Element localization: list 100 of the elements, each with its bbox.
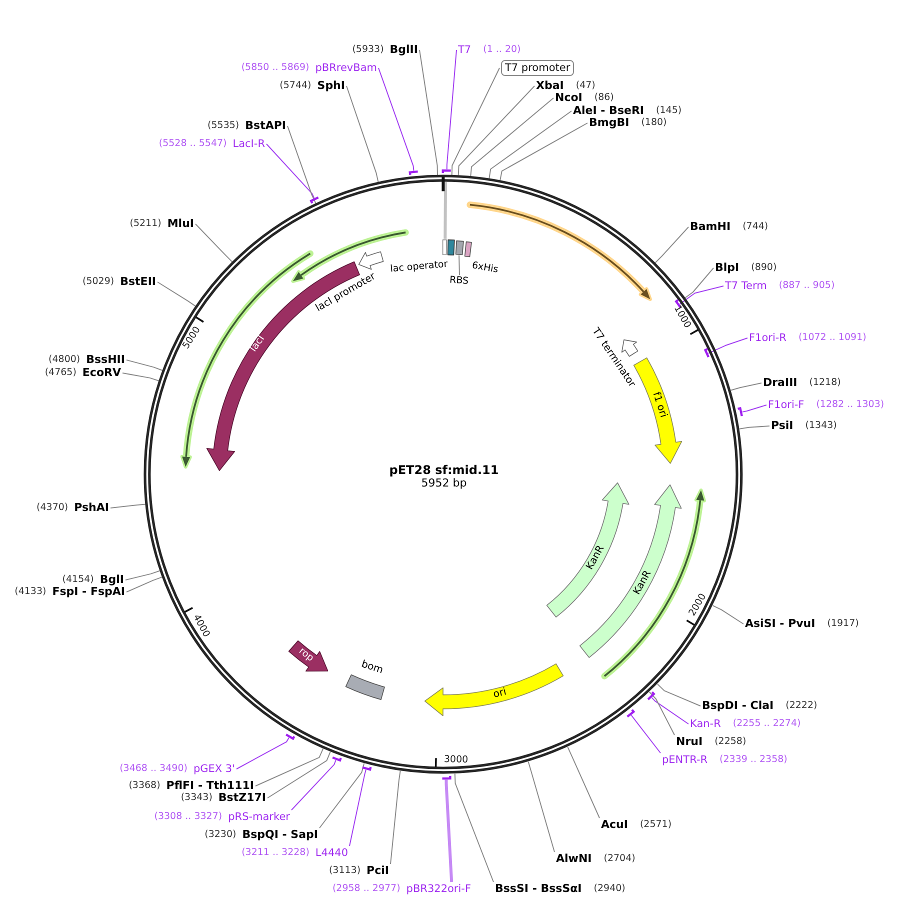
feature-label: f1 ori xyxy=(650,391,668,419)
leader-line xyxy=(378,68,414,172)
cut-position: (3113) xyxy=(328,865,361,877)
primer-name: T7 Term xyxy=(725,280,767,292)
feature-tag: T7 promoter xyxy=(501,60,574,76)
primer-range: (2339 .. 2358) xyxy=(720,754,788,766)
feature-band xyxy=(424,662,564,716)
feature-label: 6xHis xyxy=(471,261,499,275)
primer-range: (3211 .. 3228) xyxy=(242,847,310,859)
leader-line xyxy=(488,110,572,179)
cut-position: (2571) xyxy=(640,819,672,831)
primer-mark xyxy=(442,776,452,780)
enzyme-name: BlpI xyxy=(715,262,740,274)
leader-line xyxy=(195,224,233,263)
primer-range: (1072 .. 1091) xyxy=(798,332,866,344)
cut-position: (5211) xyxy=(130,218,162,230)
leader-line xyxy=(319,762,365,828)
leader-line xyxy=(712,605,744,624)
primer-range: (2958 .. 2977) xyxy=(332,883,400,895)
primer-name: pBRrevBam xyxy=(315,62,377,74)
cut-position: (145) xyxy=(656,105,682,117)
enzyme-name: BmgBI xyxy=(589,117,630,129)
leader-line xyxy=(742,404,767,412)
feature-line xyxy=(444,182,448,239)
primer-range: (3308 .. 3327) xyxy=(154,811,222,823)
enzyme-name: EcoRV xyxy=(82,367,121,379)
cut-position: (47) xyxy=(576,80,596,92)
feature-label: lacI xyxy=(248,334,268,354)
primer-range: (5850 .. 5869) xyxy=(241,62,310,74)
cut-position: (5933) xyxy=(352,44,384,56)
enzyme-name: NruI xyxy=(676,736,703,748)
enzyme-name: BssSI - BssSαI xyxy=(495,883,582,895)
leader-line xyxy=(708,338,748,354)
leader-line xyxy=(110,504,146,508)
primer-mark xyxy=(286,734,296,740)
primer-name: F1ori-R xyxy=(749,332,786,344)
enzyme-name: AsiSI - PvuI xyxy=(745,618,816,630)
primer-mark xyxy=(738,407,743,416)
cut-position: (4765) xyxy=(44,367,76,379)
leader-line xyxy=(446,50,457,170)
leader-line xyxy=(730,382,762,391)
enzyme-name: PflFI - Tth111I xyxy=(166,780,254,792)
primer-name: pBR322ori-F xyxy=(406,883,471,895)
enzyme-name: DraIII xyxy=(763,377,798,389)
enzyme-name: BssHII xyxy=(86,354,125,366)
primer-name: L4440 xyxy=(315,847,348,859)
cut-position: (2222) xyxy=(786,700,818,712)
enzyme-name: FspI - FspAI xyxy=(52,586,125,598)
plasmid-length: 5952 bp xyxy=(421,478,467,488)
primer-mark xyxy=(647,691,655,700)
feature-label: bom xyxy=(360,660,384,676)
leader-line xyxy=(390,770,401,864)
enzyme-name: MluI xyxy=(167,218,194,230)
primer-range: (2255 .. 2274) xyxy=(732,718,801,730)
feature-label: rop xyxy=(296,646,316,664)
leader-line xyxy=(451,68,500,176)
leader-line xyxy=(287,126,316,204)
leader-line xyxy=(656,684,701,706)
enzyme-name: PsiI xyxy=(771,420,794,432)
leader-line xyxy=(444,780,454,882)
leader-line xyxy=(739,426,770,430)
enzyme-name: BstEII xyxy=(120,276,156,288)
primer-mark xyxy=(332,756,342,762)
primer-mark xyxy=(362,766,372,771)
leader-line xyxy=(236,737,290,770)
leader-line xyxy=(648,692,675,736)
cut-position: (5535) xyxy=(208,120,240,132)
primer-range: (5528 .. 5547) xyxy=(158,138,227,150)
cut-position: (2704) xyxy=(604,853,636,865)
cut-position: (180) xyxy=(641,117,667,129)
scale-label: 4000 xyxy=(190,612,211,639)
cut-position: (86) xyxy=(594,92,614,104)
primer-name: pRS-marker xyxy=(228,811,290,823)
leader-line xyxy=(500,122,588,181)
leader-line xyxy=(470,98,554,177)
primer-name: F1ori-F xyxy=(768,399,804,411)
enzyme-name: PshAI xyxy=(74,502,109,514)
leader-line xyxy=(458,86,535,176)
primer-range: (887 .. 905) xyxy=(778,280,835,292)
leader-line xyxy=(684,268,714,298)
cut-position: (3343) xyxy=(180,792,212,804)
enzyme-name: BamHI xyxy=(690,221,731,233)
primer-mark xyxy=(704,348,710,358)
cut-position: (4154) xyxy=(62,574,94,586)
enzyme-name: XbaI xyxy=(536,80,564,92)
feature-band xyxy=(633,356,683,464)
leader-line xyxy=(349,769,366,846)
feature-label: lac operator xyxy=(390,260,448,274)
cut-position: (1343) xyxy=(805,420,837,432)
leader-line xyxy=(126,576,163,592)
leader-line xyxy=(630,714,661,754)
leader-line xyxy=(679,286,724,305)
cut-position: (2258) xyxy=(714,736,746,748)
primer-name: Kan-R xyxy=(690,718,721,730)
enzyme-name: BspDI - ClaI xyxy=(702,700,774,712)
leader-line xyxy=(651,697,689,724)
enzyme-name: BglII xyxy=(390,44,418,56)
primer-name: pGEX 3' xyxy=(193,763,235,775)
cut-position: (1218) xyxy=(809,377,841,389)
feature-band xyxy=(288,640,328,672)
